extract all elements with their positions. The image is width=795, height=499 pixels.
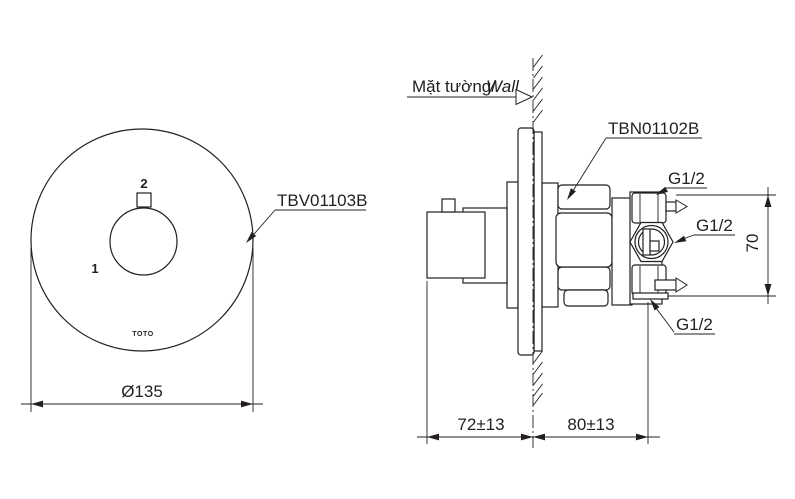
handle-notch (136, 192, 152, 208)
valve-connector-block (611, 197, 633, 306)
port-bottom-plug (654, 279, 677, 291)
g12-bottom-leader (655, 307, 675, 333)
escutcheon-plate (517, 127, 535, 356)
g12-bottom-text: G1/2 (676, 315, 713, 334)
port-top-plug-tip-icon (675, 199, 688, 214)
dim-arrow-right-icon (636, 433, 648, 441)
wall-label-italic-text: Wall (486, 77, 520, 96)
valve-port-block (629, 191, 688, 305)
leader-arrow-icon (650, 299, 660, 311)
dim-70-extension-lines (668, 194, 776, 297)
escutcheon-back-plate (533, 131, 543, 352)
trim-hardware (426, 127, 543, 356)
front-view: 2 1 TOTO Ø135 TBV01103B (21, 128, 367, 412)
port-top-plug (665, 201, 677, 212)
dim-diameter: Ø135 (21, 248, 263, 412)
port-bottom-plate (632, 292, 669, 300)
leader-arrow-icon (246, 232, 257, 243)
leader-arrow-icon (674, 235, 687, 243)
wall-arrow-icon (515, 88, 534, 106)
dim-arrow-up-icon (764, 195, 772, 207)
marking-1: 1 (91, 261, 98, 276)
dim-back-depth-text: 80±13 (567, 415, 614, 434)
dim-depth-extension-lines (426, 281, 649, 444)
wall-hatching (533, 54, 543, 406)
wall-label-text: Mặt tường/ (412, 77, 496, 96)
g12-middle-text: G1/2 (696, 216, 733, 235)
valve-bottom-slab (557, 266, 611, 291)
dim-arrow-right-icon (521, 433, 533, 441)
dim-diameter-text: Ø135 (121, 382, 163, 401)
dim-arrow-down-icon (764, 284, 772, 296)
handle-grip (426, 211, 486, 279)
g12-bottom-label: G1/2 (650, 299, 715, 335)
dim-diameter-extension-lines (30, 248, 254, 412)
dim-arrow-left-icon (31, 400, 43, 408)
g12-top-label: G1/2 (656, 169, 707, 195)
port-top (631, 192, 667, 224)
brand-logo: TOTO (132, 331, 154, 338)
valve-body (555, 184, 633, 307)
port-bottom-plug-tip-icon (675, 277, 688, 293)
dim-front-depth-text: 72±13 (457, 415, 504, 434)
dim-arrow-left-icon (533, 433, 545, 441)
part-label-tbn01102b: TBN01102B (567, 119, 702, 200)
dim-arrow-left-icon (427, 433, 439, 441)
dim-height-70: 70 (668, 187, 776, 304)
handle-knob-circle (109, 207, 178, 276)
port-middle-inner-circle (637, 228, 666, 256)
g12-top-text: G1/2 (668, 169, 705, 188)
marking-2: 2 (140, 176, 147, 191)
part-label-tbv01103b: TBV01103B (246, 191, 367, 243)
dim-70-text: 70 (743, 234, 762, 253)
wall-label: Mặt tường/ Wall (407, 77, 534, 106)
leader-arrow-icon (656, 186, 668, 195)
side-view: Mặt tường/ Wall TBN01102B G1/2 G1/2 (407, 54, 776, 448)
part-label-tbn-leader (570, 137, 607, 195)
handle-grip-notch (441, 198, 456, 213)
valve-lower-slab (563, 289, 609, 307)
dim-depths: 72±13 80±13 (417, 281, 660, 444)
wall (532, 54, 543, 448)
port-middle-slot (642, 228, 651, 256)
part-label-tbv-text: TBV01103B (277, 191, 367, 210)
valve-top-slab (557, 184, 611, 210)
dim-arrow-right-icon (241, 400, 253, 408)
valve-cartridge-housing (555, 212, 613, 268)
port-middle-step (649, 240, 660, 252)
trim-plate-circle (30, 128, 254, 352)
leader-arrow-icon (567, 188, 576, 200)
flange-ring (506, 181, 519, 309)
g12-middle-label: G1/2 (674, 216, 735, 243)
port-top-ribs (639, 194, 659, 222)
part-label-tbn-text: TBN01102B (608, 119, 699, 138)
